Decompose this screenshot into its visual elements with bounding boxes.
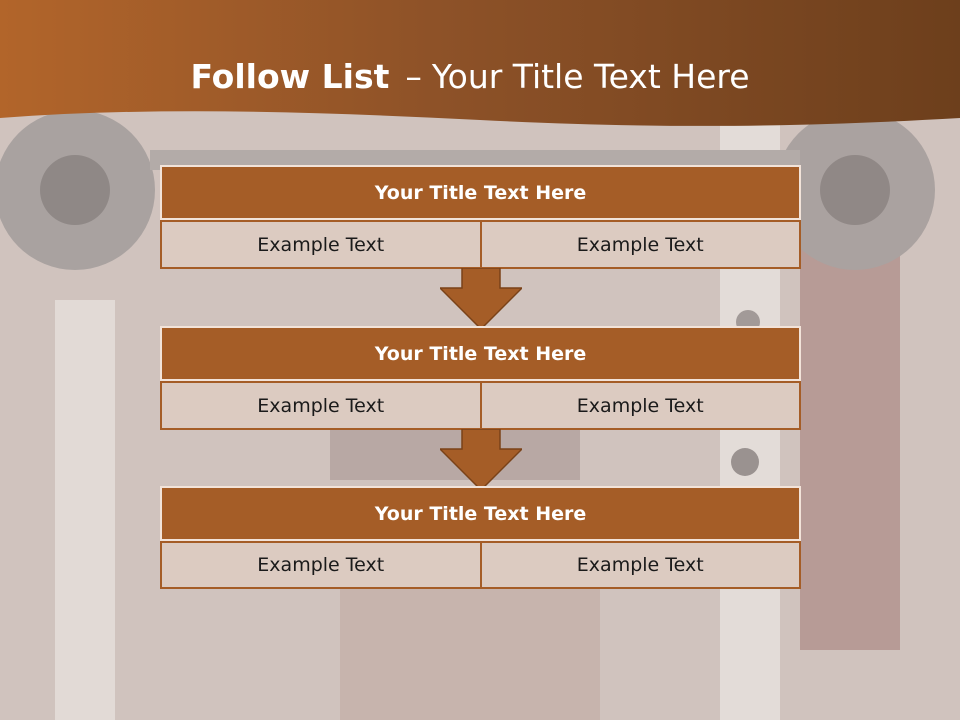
flow-block-3: Your Title Text Here Example Text Exampl… [160, 486, 801, 589]
block-row: Example Text Example Text [160, 220, 801, 269]
slide-title-rest: Your Title Text Here [431, 57, 750, 96]
slide-title-dash: – [405, 57, 422, 96]
block-cell-left: Example Text [160, 381, 482, 430]
block-row: Example Text Example Text [160, 541, 801, 589]
block-cell-left: Example Text [160, 220, 482, 269]
block-cell-right: Example Text [481, 381, 801, 430]
block-title: Your Title Text Here [160, 165, 801, 220]
flow-block-1: Your Title Text Here Example Text Exampl… [160, 165, 801, 269]
down-arrow-icon [440, 268, 522, 330]
block-title: Your Title Text Here [160, 486, 801, 541]
block-cell-right: Example Text [481, 220, 801, 269]
block-row: Example Text Example Text [160, 381, 801, 430]
slide-title-bold: Follow List [190, 57, 390, 96]
slide-title: Follow List–Your Title Text Here [0, 52, 950, 102]
flow-block-2: Your Title Text Here Example Text Exampl… [160, 326, 801, 430]
block-cell-right: Example Text [481, 541, 801, 589]
down-arrow-icon [440, 429, 522, 491]
block-title: Your Title Text Here [160, 326, 801, 381]
block-cell-left: Example Text [160, 541, 482, 589]
